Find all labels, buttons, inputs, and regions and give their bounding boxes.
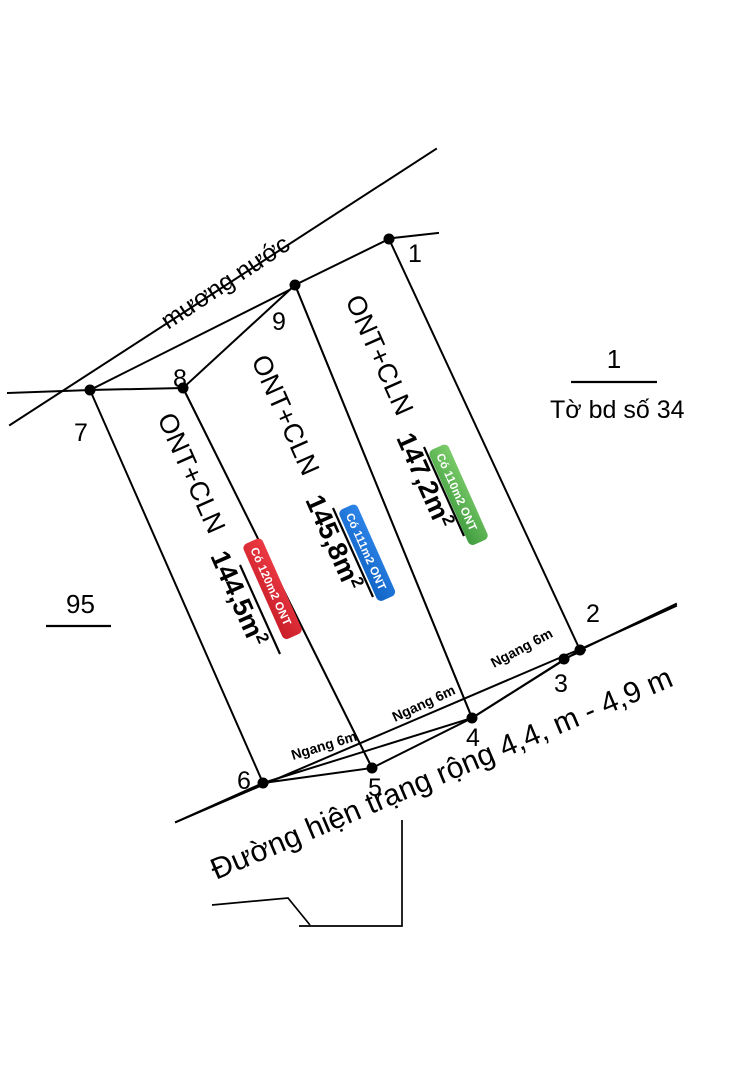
parcel-middle-rule: [331, 507, 375, 598]
parcel-right-rule: [422, 446, 466, 537]
parcel-left-rule: [238, 564, 282, 655]
vertex-dot-5: [366, 762, 378, 774]
vertex-label-9: 9: [272, 308, 286, 336]
vertex-dot-3: [558, 653, 570, 665]
vertex-dot-7: [84, 384, 96, 396]
canal-outer-line: [8, 147, 438, 427]
vertex-dot-2: [574, 644, 586, 656]
neighbor-block-number: 95: [66, 589, 95, 619]
vertex-label-4: 4: [466, 724, 480, 752]
sheet-label: Tờ bd số 34: [550, 396, 685, 424]
vertex-dot-group: [84, 233, 586, 789]
neighbor-block-reference: 95: [46, 589, 111, 628]
vertex-dot-1: [383, 233, 395, 245]
south-parcel-left-outline: [211, 897, 311, 926]
road-feature: [174, 602, 678, 927]
south-parcel-right-outline: [299, 820, 403, 927]
vertex-label-5: 5: [368, 774, 382, 802]
sheet-number: 1: [607, 344, 621, 374]
vertex-label-7: 7: [74, 419, 88, 447]
sheet-reference: 1 Tờ bd số 34: [550, 344, 685, 424]
vertex-label-3: 3: [554, 670, 568, 698]
canal-left-stub: [6, 388, 92, 395]
road-east-extension: [578, 602, 678, 652]
vertex-label-1: 1: [408, 240, 422, 268]
vertex-label-2: 2: [586, 600, 600, 628]
vertex-dot-8: [177, 382, 189, 394]
vertex-dot-9: [289, 279, 301, 291]
road-north-line-west: [174, 781, 265, 824]
vertex-dot-6: [257, 777, 269, 789]
vertex-label-6: 6: [237, 767, 251, 795]
vertex-dot-4: [466, 712, 478, 724]
vertex-label-8: 8: [173, 365, 187, 393]
